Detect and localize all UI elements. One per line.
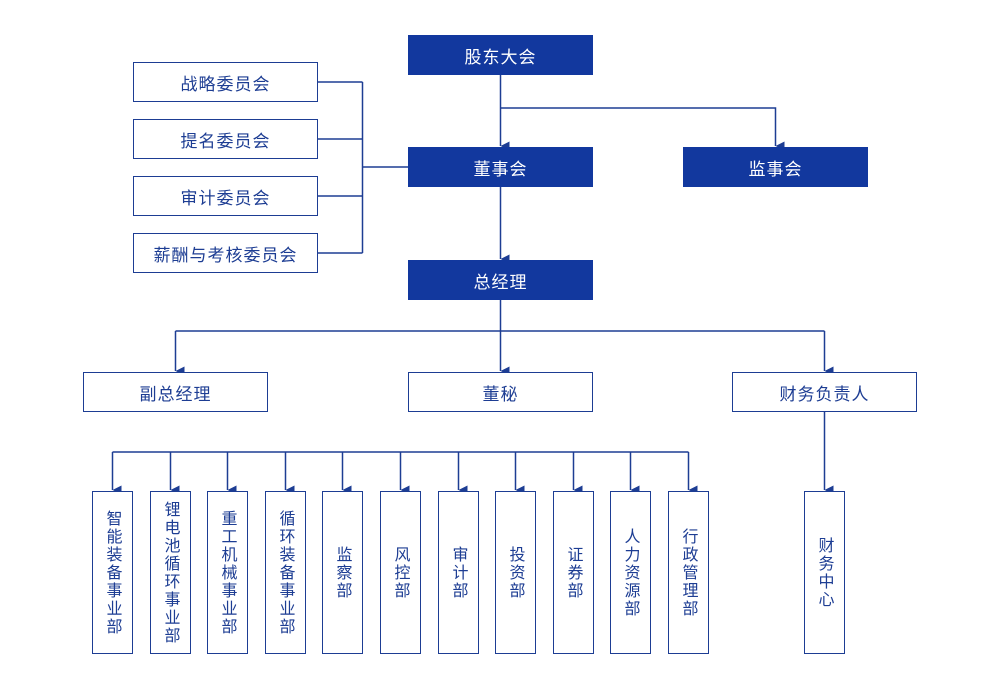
node-cfo: 财务负责人: [732, 372, 917, 412]
node-dept-intelligent-equipment: 智能装备事业部: [92, 491, 133, 654]
node-committee-strategy: 战略委员会: [133, 62, 318, 102]
node-general-manager: 总经理: [408, 260, 593, 300]
node-board-of-directors: 董事会: [408, 147, 593, 187]
node-deputy-general-manager: 副总经理: [83, 372, 268, 412]
node-dept-human-resources: 人力资源部: [610, 491, 651, 654]
node-committee-audit: 审计委员会: [133, 176, 318, 216]
node-dept-investment: 投资部: [495, 491, 536, 654]
node-dept-audit: 审计部: [438, 491, 479, 654]
node-committee-compensation: 薪酬与考核委员会: [133, 233, 318, 273]
node-dept-risk-control: 风控部: [380, 491, 421, 654]
node-finance-center: 财务中心: [804, 491, 845, 654]
node-committee-nomination: 提名委员会: [133, 119, 318, 159]
node-dept-administration: 行政管理部: [668, 491, 709, 654]
node-board-of-supervisors: 监事会: [683, 147, 868, 187]
node-dept-securities: 证券部: [553, 491, 594, 654]
node-dept-heavy-machinery: 重工机械事业部: [207, 491, 248, 654]
node-dept-battery-recycling: 锂电池循环事业部: [150, 491, 191, 654]
node-shareholders-meeting: 股东大会: [408, 35, 593, 75]
node-dept-supervision: 监察部: [322, 491, 363, 654]
connector-shareholders-to-supervisors: [500, 107, 785, 151]
node-dept-recycling-equipment: 循环装备事业部: [265, 491, 306, 654]
node-board-secretary: 董秘: [408, 372, 593, 412]
